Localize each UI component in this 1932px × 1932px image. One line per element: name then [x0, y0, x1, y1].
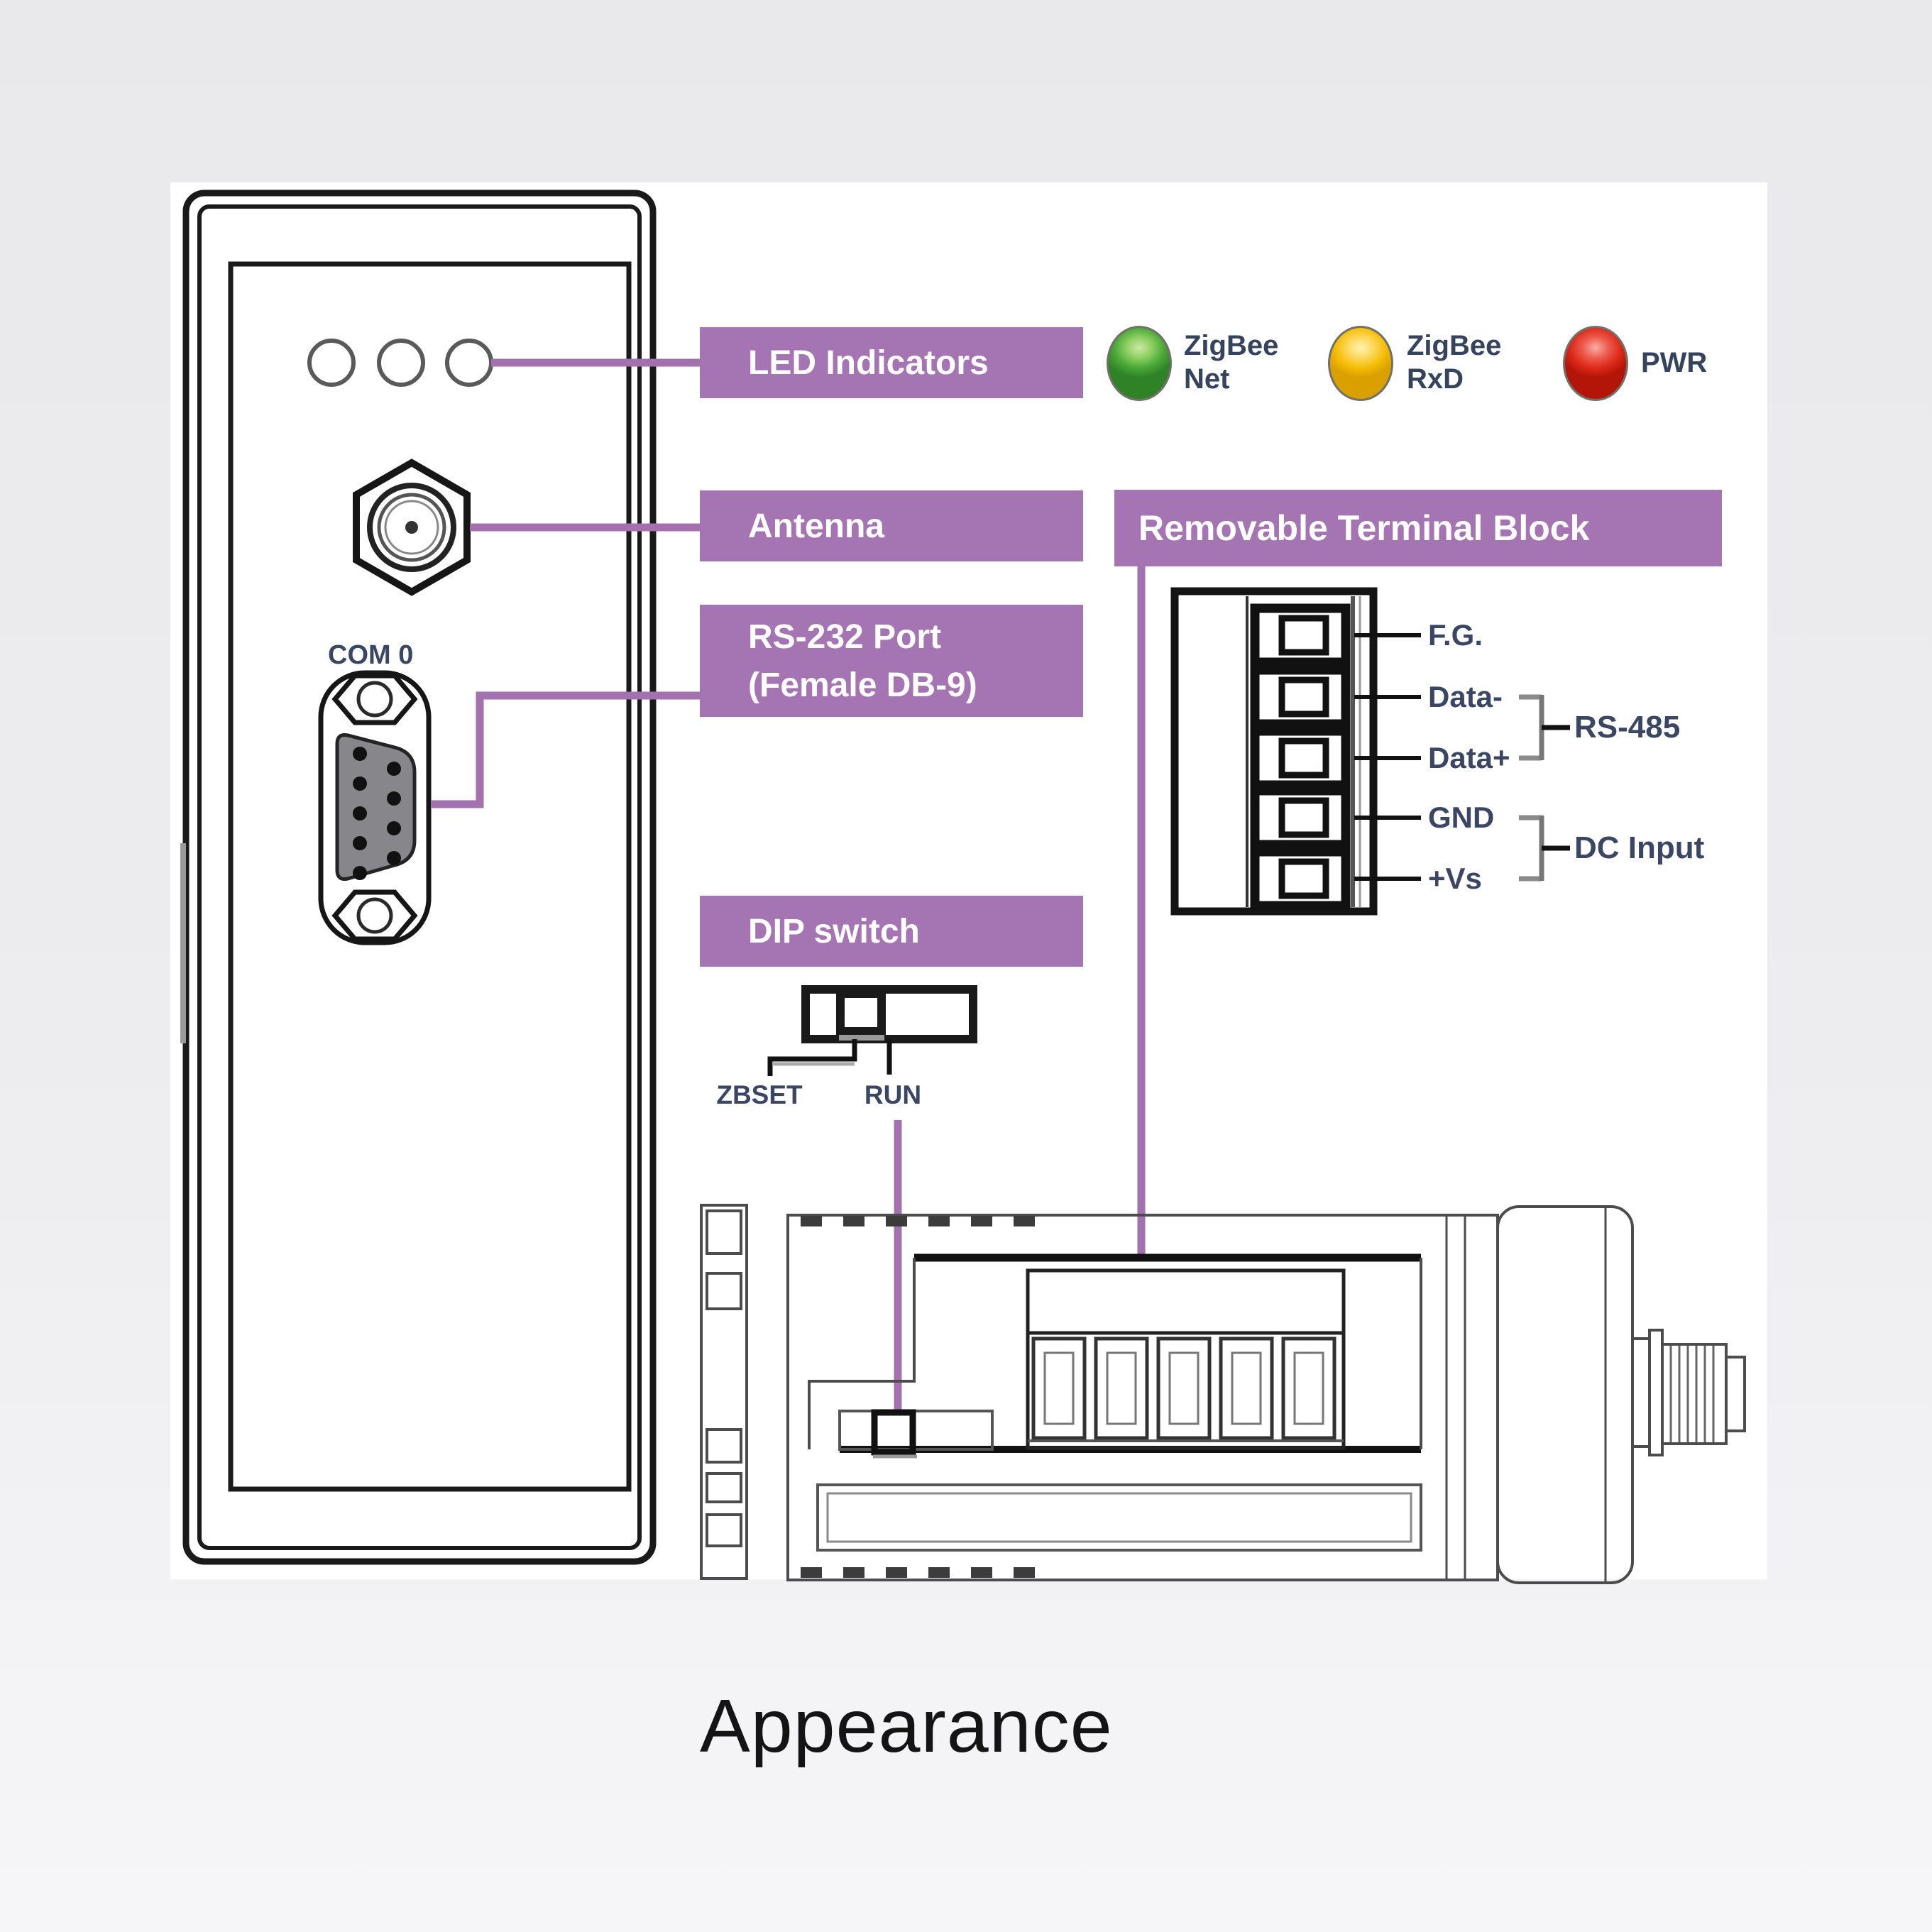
pin-label-data+: Data+ [1428, 741, 1510, 774]
group-label-rs485: RS-485 [1574, 710, 1681, 745]
antenna-connector-icon [353, 459, 471, 596]
bottom-terminal-block [1026, 1268, 1346, 1450]
pin-label-gnd: GND [1428, 801, 1495, 834]
zigbee-net-led-icon [1107, 326, 1172, 401]
bottom-label-area [816, 1483, 1422, 1552]
dip-position-run: RUN [864, 1080, 922, 1109]
legend-line: PWR [1641, 347, 1708, 378]
legend-line: ZigBee [1407, 330, 1502, 361]
callout-rtb-label: Removable Terminal Block [1138, 508, 1590, 548]
front-device-drawing [180, 190, 657, 1565]
zbset-pointer-line [767, 1039, 857, 1076]
led-holes [307, 339, 493, 387]
dip-switch-drawing [767, 985, 977, 1076]
dip-slider [836, 989, 886, 1036]
callout-line-rs232 [432, 691, 701, 808]
pin-label-data-: Data- [1428, 680, 1503, 713]
zigbee-rxd-led-icon [1328, 326, 1393, 401]
terminal-block-drawing [1170, 587, 1570, 916]
page-title: Appearance [700, 1684, 1113, 1768]
zigbee-rxd-label: ZigBee RxD [1407, 329, 1501, 396]
callout-dip-switch: DIP switch [700, 896, 1083, 967]
callout-led-label: LED Indicators [748, 344, 989, 382]
pin-label-vs: +Vs [1428, 862, 1482, 895]
callout-lines [432, 358, 1146, 1411]
bottom-device-drawing [700, 1204, 1746, 1584]
callout-led-indicators: LED Indicators [700, 327, 1083, 398]
bottom-dip-switch [838, 1409, 994, 1459]
bottom-antenna-connector-icon [1631, 1329, 1746, 1456]
legend-line: ZigBee [1184, 330, 1279, 361]
dc-input-bracket [1519, 815, 1570, 882]
zigbee-net-label: ZigBee Net [1184, 329, 1278, 396]
rs485-bracket [1519, 694, 1570, 761]
callout-rs232-port: RS-232 Port (Female DB-9) [700, 605, 1083, 717]
callout-removable-terminal-block: Removable Terminal Block [1114, 490, 1722, 566]
led-hole-icon [445, 339, 493, 387]
com-port-label: COM 0 [328, 640, 414, 670]
led-hole-icon [307, 339, 356, 387]
callout-rs232-line2: (Female DB-9) [748, 666, 977, 704]
legend-line: Net [1184, 363, 1230, 395]
din-clip [700, 1204, 748, 1580]
callout-rs232-line1: RS-232 Port [748, 618, 942, 656]
dip-position-zbset: ZBSET [716, 1080, 803, 1109]
db9-pins [353, 747, 401, 880]
vent-ticks [801, 1216, 1035, 1578]
callout-dip-label: DIP switch [748, 912, 920, 950]
callout-antenna-label: Antenna [748, 507, 884, 545]
terminal-cells [1250, 603, 1351, 911]
db9-connector-icon [318, 670, 432, 945]
pwr-label: PWR [1641, 346, 1707, 380]
group-label-dc-input: DC Input [1574, 830, 1705, 865]
led-hole-icon [377, 339, 425, 387]
legend-line: RxD [1407, 363, 1464, 395]
pwr-led-icon [1563, 326, 1628, 401]
callout-antenna: Antenna [700, 490, 1083, 561]
pin-leader-lines [1354, 633, 1421, 881]
pin-label-fg: F.G. [1428, 618, 1483, 652]
